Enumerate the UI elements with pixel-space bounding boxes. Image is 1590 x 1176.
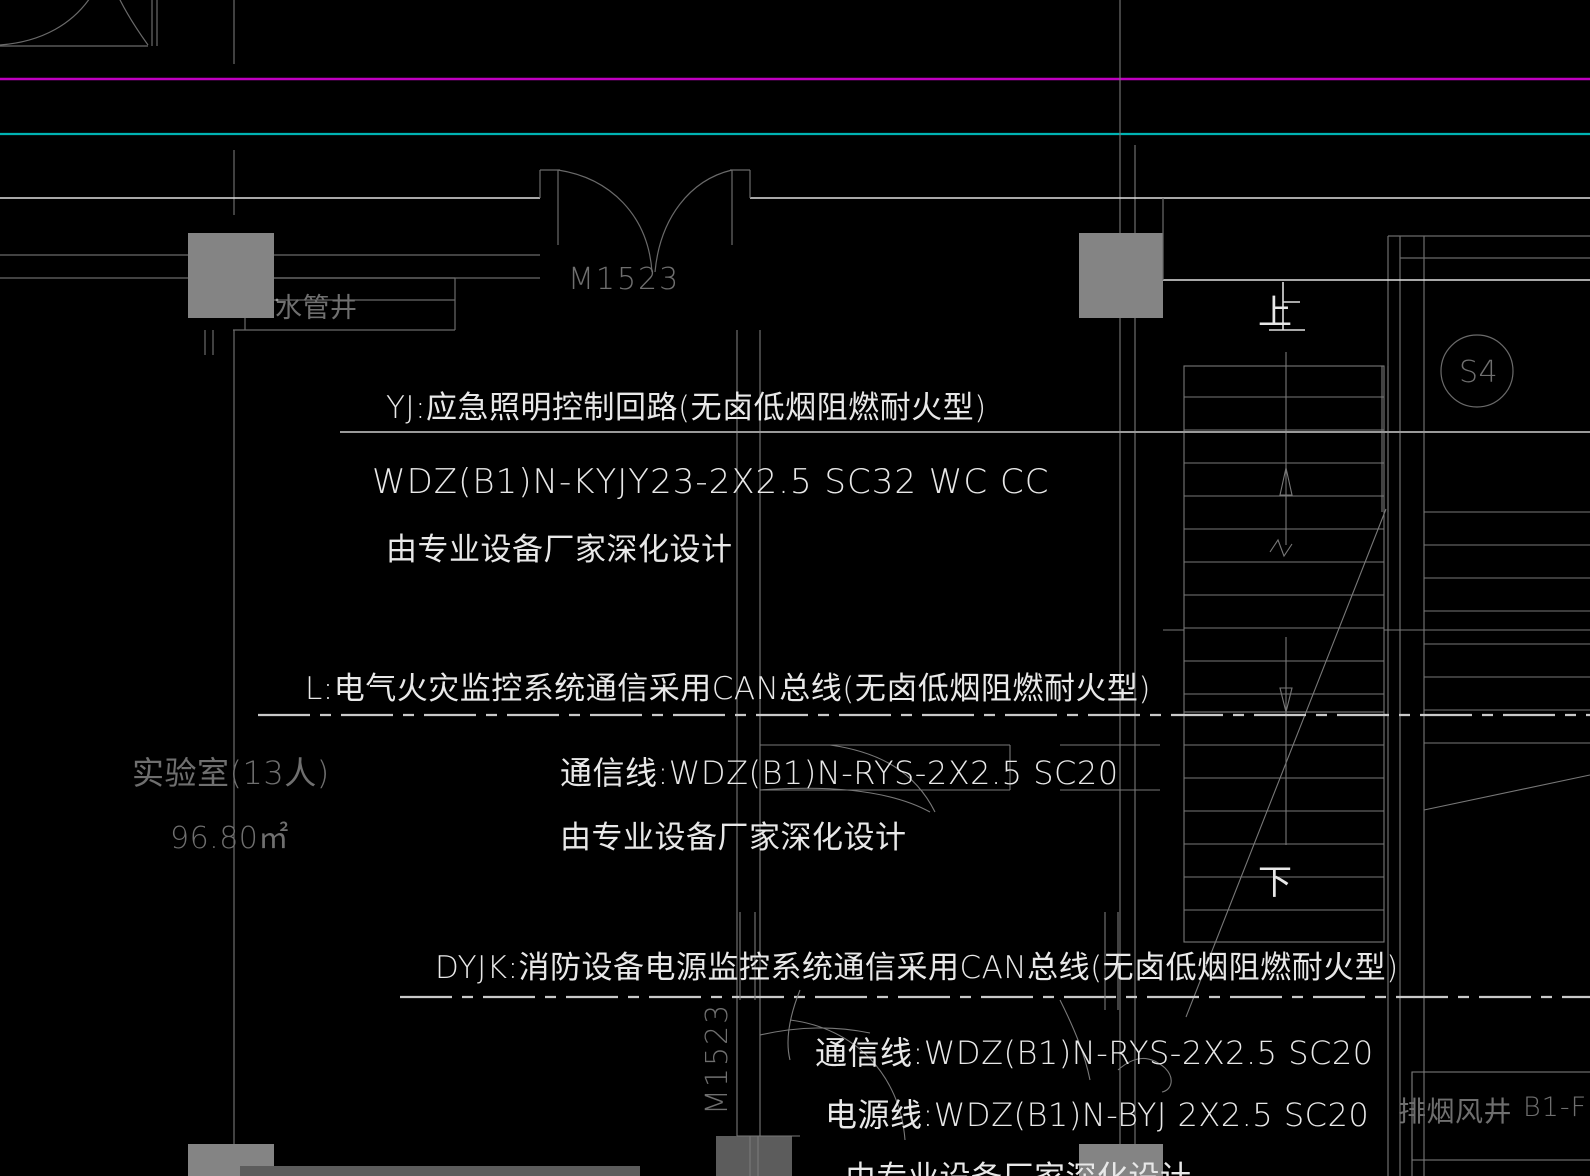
stair-run-right bbox=[1423, 511, 1590, 811]
door-swing-top-left bbox=[0, 0, 158, 47]
stair-id-circle bbox=[1440, 334, 1514, 408]
vertical-grid-lines bbox=[233, 0, 1425, 1176]
annotation-leader-lines bbox=[258, 431, 1590, 999]
stair-landing-marks bbox=[1269, 282, 1305, 331]
wall-top-horizontal bbox=[0, 169, 1590, 273]
dyjk-riser-lines bbox=[739, 912, 1172, 1093]
interior-wall-mid-2 bbox=[760, 744, 1160, 791]
structural-columns bbox=[188, 233, 1163, 1176]
interior-wall-mid bbox=[759, 744, 1011, 813]
stair-run-lower bbox=[1183, 637, 1385, 943]
door-swing-bottom bbox=[737, 1019, 906, 1176]
stair-core-walls bbox=[1162, 198, 1590, 281]
smoke-shaft-box bbox=[1411, 1071, 1590, 1176]
